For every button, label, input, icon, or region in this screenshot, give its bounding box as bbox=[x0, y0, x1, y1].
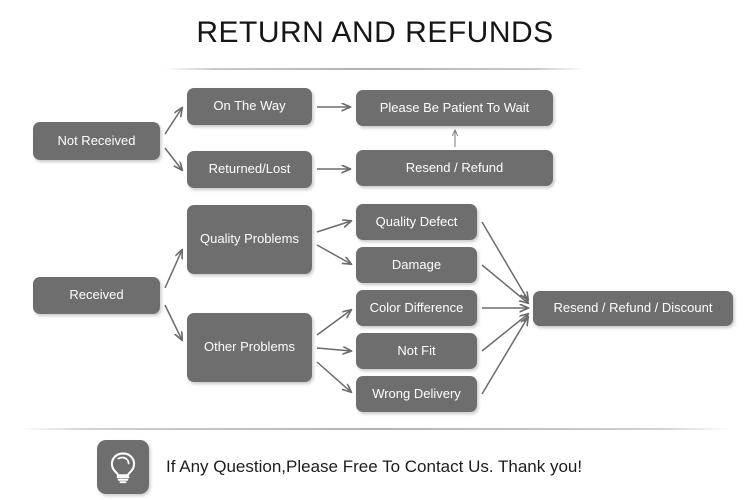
title-divider bbox=[163, 68, 587, 70]
page-title: RETURN AND REFUNDS bbox=[196, 16, 554, 49]
node-returned-lost[interactable]: Returned/Lost bbox=[187, 151, 312, 188]
node-please-be-patient-to-wait[interactable]: Please Be Patient To Wait bbox=[356, 90, 553, 126]
lightbulb-icon bbox=[97, 440, 149, 494]
edge-not-received-on-the-way bbox=[164, 108, 182, 135]
node-not-received[interactable]: Not Received bbox=[33, 122, 160, 160]
node-quality-problems[interactable]: Quality Problems bbox=[187, 205, 312, 274]
edge-received-quality-problems bbox=[164, 250, 182, 289]
node-damage[interactable]: Damage bbox=[356, 247, 477, 283]
footer: If Any Question,Please Free To Contact U… bbox=[97, 440, 582, 494]
edge-received-other-problems bbox=[164, 304, 182, 340]
node-received[interactable]: Received bbox=[33, 277, 160, 314]
edge-wrong-delivery-final bbox=[481, 317, 528, 395]
edge-not-fit-final bbox=[481, 314, 528, 352]
node-resend-refund-discount[interactable]: Resend / Refund / Discount bbox=[533, 291, 733, 326]
edge-quality-problems-quality-defect bbox=[316, 221, 351, 233]
node-on-the-way[interactable]: On The Way bbox=[187, 88, 312, 125]
node-quality-defect[interactable]: Quality Defect bbox=[356, 204, 477, 240]
edge-other-problems-wrong-delivery bbox=[316, 361, 351, 392]
footer-text: If Any Question,Please Free To Contact U… bbox=[166, 457, 583, 476]
footer-divider bbox=[18, 428, 732, 430]
edge-other-problems-not-fit bbox=[316, 348, 351, 351]
node-resend-refund[interactable]: Resend / Refund bbox=[356, 150, 553, 186]
edge-other-problems-color-difference bbox=[316, 310, 351, 336]
edge-damage-final bbox=[481, 264, 528, 303]
edge-not-received-returned-lost bbox=[164, 147, 182, 170]
node-wrong-delivery[interactable]: Wrong Delivery bbox=[356, 376, 477, 412]
edge-quality-defect-final bbox=[481, 221, 528, 300]
edge-quality-problems-damage bbox=[316, 244, 351, 264]
node-not-fit[interactable]: Not Fit bbox=[356, 333, 477, 369]
node-other-problems[interactable]: Other Problems bbox=[187, 313, 312, 382]
node-color-difference[interactable]: Color Difference bbox=[356, 290, 477, 326]
